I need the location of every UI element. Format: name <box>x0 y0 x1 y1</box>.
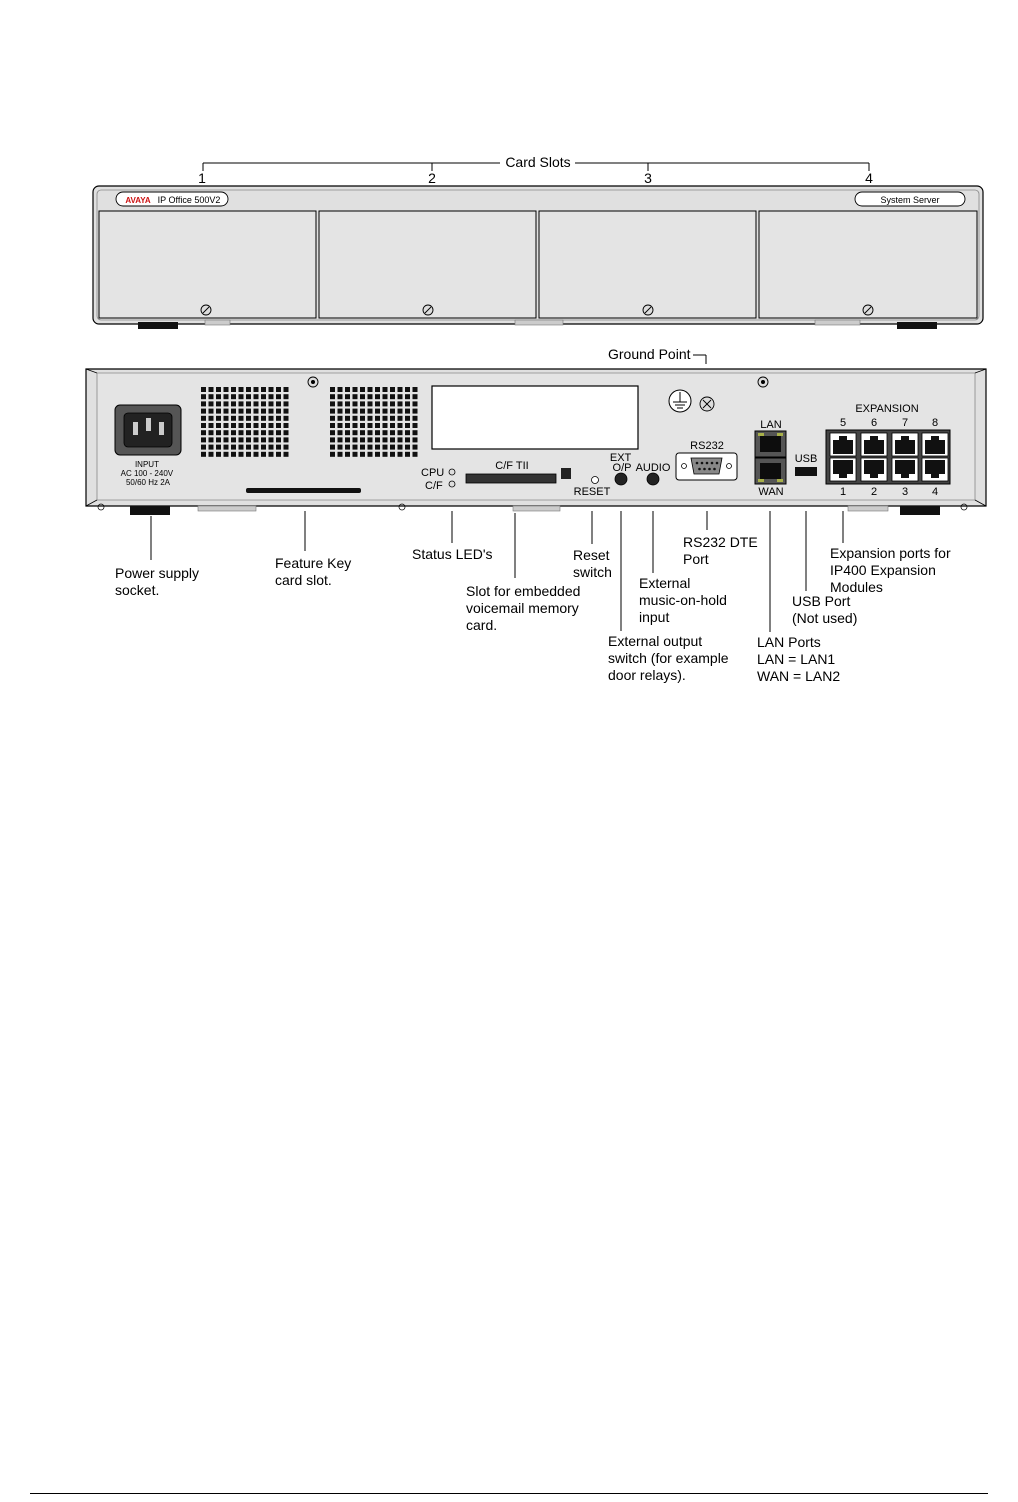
callout-moh: External music-on-hold input <box>639 575 727 625</box>
card-slots-bracket <box>202 162 870 171</box>
front-foot-left <box>138 322 178 329</box>
expansion-port <box>891 457 919 482</box>
expansion-port <box>891 432 919 457</box>
callout-lan-ports: LAN Ports LAN = LAN1 WAN = LAN2 <box>757 634 841 684</box>
model-badge <box>115 191 229 207</box>
wan-label: WAN <box>758 486 783 498</box>
vent-grille-left <box>201 387 289 457</box>
callout-expansion-ports: Expansion ports for IP400 Expansion Modu… <box>830 545 951 595</box>
callout-reset-switch: Reset switch <box>573 547 612 580</box>
expansion-port-number-8: 8 <box>932 417 938 429</box>
expansion-ports <box>829 432 949 482</box>
expansion-port-number-3: 3 <box>902 486 908 498</box>
rear-panel: INPUT AC 100 - 240V 50/60 Hz 2A CPU C/F … <box>85 368 987 515</box>
slot-number-4: 4 <box>865 170 873 186</box>
ground-symbol <box>668 389 692 413</box>
expansion-port <box>860 432 888 457</box>
expansion-port-number-5: 5 <box>840 417 846 429</box>
cf-tii-label: C/F TII <box>495 460 528 472</box>
usb-label: USB <box>795 453 818 465</box>
expansion-port-number-7: 7 <box>902 417 908 429</box>
front-panel: Card Slots 1 2 3 4 AVAYA IP Office 500V2… <box>92 154 984 329</box>
lan-label: LAN <box>760 419 781 431</box>
rs232-connector <box>675 452 738 481</box>
cf-eject-button <box>561 468 571 479</box>
wan-port <box>754 457 787 485</box>
slot-number-1: 1 <box>198 170 206 186</box>
reset-label: RESET <box>574 486 611 498</box>
slot-cover-2 <box>318 210 537 319</box>
cpu-led-label: CPU <box>421 467 444 479</box>
callout-power-supply: Power supply socket. <box>115 565 200 598</box>
expansion-port-number-2: 2 <box>871 486 877 498</box>
callout-cf-slot: Slot for embedded voicemail memory card. <box>466 583 581 633</box>
rear-foot-right <box>900 506 940 515</box>
expansion-port <box>921 457 949 482</box>
callout-feature-key: Feature Key card slot. <box>275 555 352 588</box>
cf-card-slot <box>465 473 557 484</box>
lan-port <box>754 430 787 458</box>
slot-cover-1 <box>98 210 317 319</box>
callout-usb-port: USB Port (Not used) <box>792 593 858 626</box>
front-foot-right <box>897 322 937 329</box>
expansion-port-number-6: 6 <box>871 417 877 429</box>
audio-label: AUDIO <box>636 462 671 474</box>
expansion-port <box>829 432 857 457</box>
expansion-port <box>921 432 949 457</box>
feature-key-slot <box>246 488 361 493</box>
expansion-port <box>829 457 857 482</box>
callout-ext-output: External output switch (for example door… <box>608 633 729 683</box>
slot-cover-3 <box>538 210 757 319</box>
expansion-port-number-1: 1 <box>840 486 846 498</box>
callout-rs232-port: RS232 DTE Port <box>683 534 758 567</box>
slot-cover-4 <box>758 210 978 319</box>
expansion-label: EXPANSION <box>855 403 918 415</box>
ground-screw <box>699 396 715 412</box>
vent-grille-right <box>330 387 418 457</box>
reset-button <box>591 476 599 484</box>
rear-foot-left <box>130 506 170 515</box>
slot-number-2: 2 <box>428 170 436 186</box>
system-server-badge <box>854 191 966 207</box>
card-slots-title: Card Slots <box>505 154 570 170</box>
slot-number-3: 3 <box>644 170 652 186</box>
model-name: IP Office 500V2 <box>158 195 221 205</box>
expansion-port <box>860 457 888 482</box>
diagram-canvas: Card Slots 1 2 3 4 AVAYA IP Office 500V2… <box>85 154 987 632</box>
expansion-port-number-4: 4 <box>932 486 938 498</box>
ground-point-label: Ground Point <box>608 346 691 362</box>
system-server-label: System Server <box>880 195 939 205</box>
usb-port <box>795 467 817 476</box>
callout-leaders <box>150 354 844 632</box>
avaya-logo: AVAYA <box>125 196 151 205</box>
ext-op-label: EXT O/P <box>610 452 634 474</box>
ext-op-socket <box>614 472 628 486</box>
callout-status-leds: Status LED's <box>412 546 493 562</box>
power-socket <box>114 404 182 456</box>
cf-led-label: C/F <box>425 480 443 492</box>
rs232-label: RS232 <box>690 440 724 452</box>
cf-led <box>448 480 456 488</box>
power-input-rating: INPUT AC 100 - 240V 50/60 Hz 2A <box>121 460 176 487</box>
cpu-led <box>448 468 456 476</box>
blank-panel <box>431 385 639 450</box>
audio-socket <box>646 472 660 486</box>
page-footer-rule <box>30 1493 988 1494</box>
